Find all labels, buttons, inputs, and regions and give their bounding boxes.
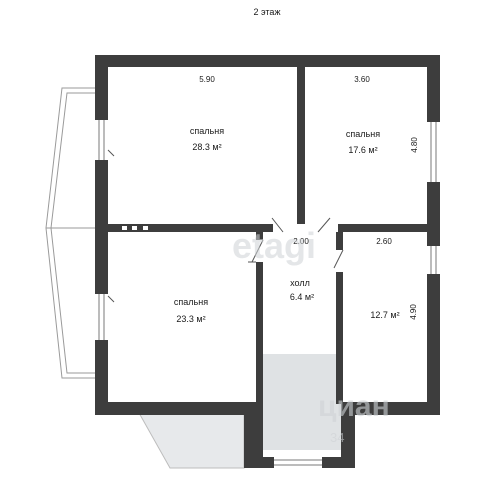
dim-hall-width: 2.00 (293, 237, 309, 246)
window-right-upper (427, 122, 440, 182)
window-left-upper (95, 120, 108, 160)
watermark-cian-sub: 34 (330, 430, 344, 445)
room-area-bedroom-2: 17.6 м² (348, 145, 377, 155)
room-label-bedroom-2: спальня (346, 129, 380, 139)
floor-title: 2 этаж (254, 7, 281, 17)
interior-walls (108, 67, 427, 404)
dim-room-bottom-right-height: 4.90 (409, 304, 418, 320)
stair-area (262, 354, 342, 450)
balcony (45, 87, 96, 379)
vent-blocks (122, 226, 148, 230)
window-left-lower (95, 294, 108, 340)
dim-bedroom-top-right-height: 4.80 (410, 137, 419, 153)
room-area-right: 12.7 м² (370, 310, 399, 320)
door-hall-right (333, 249, 344, 272)
balcony-door-upper (107, 149, 115, 157)
dim-bedroom-top-right-width: 3.60 (354, 75, 370, 84)
dim-bedroom-top-left-width: 5.90 (199, 75, 215, 84)
room-area-bedroom-3: 23.3 м² (176, 314, 205, 324)
watermark-etagi: etagi (232, 225, 316, 266)
watermark-cian: циан (318, 390, 390, 423)
room-label-bedroom-1: спальня (190, 126, 224, 136)
window-right-lower (427, 246, 440, 274)
room-area-hall: 6.4 м² (290, 292, 314, 302)
hall-double-door (271, 217, 338, 233)
room-area-bedroom-1: 28.3 м² (192, 142, 221, 152)
dim-room-bottom-right-width: 2.60 (376, 237, 392, 246)
balcony-door-lower (107, 295, 115, 303)
room-label-bedroom-3: спальня (174, 297, 208, 307)
entrance-door (274, 457, 322, 468)
room-label-hall: холл (290, 278, 310, 288)
door-hall-left (248, 239, 264, 263)
